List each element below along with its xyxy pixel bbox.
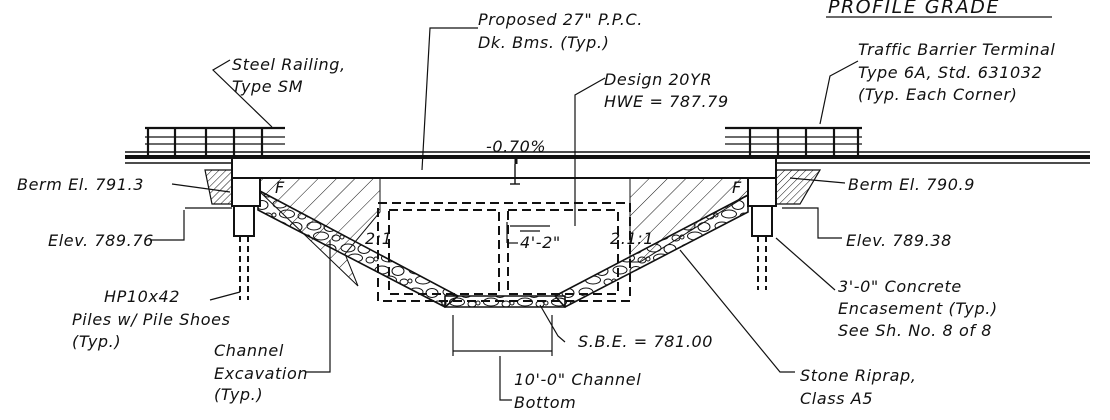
riprap-label: Stone Riprap, Class A5 [800, 366, 916, 408]
svg-text:Channel: Channel [214, 341, 284, 360]
svg-text:3'-0" Concrete: 3'-0" Concrete [838, 277, 962, 296]
berm-fill-right [775, 169, 822, 205]
svg-text:Bottom: Bottom [514, 393, 576, 412]
slope-ratio-left: 2:1 [365, 229, 393, 248]
svg-text:(Typ. Each Corner): (Typ. Each Corner) [858, 85, 1018, 104]
channel-bottom-dimension [452, 315, 553, 356]
svg-text:Encasement (Typ.): Encasement (Typ.) [838, 299, 998, 318]
pile-left [233, 205, 255, 300]
berm-elevation-left: Berm El. 791.3 [17, 175, 144, 194]
svg-text:Proposed 27" P.P.C.: Proposed 27" P.P.C. [478, 10, 643, 29]
riprap-bottom [444, 295, 566, 308]
svg-text:Traffic Barrier Terminal: Traffic Barrier Terminal [858, 40, 1055, 59]
depth-label: 4'-2" [520, 233, 561, 252]
svg-text:(Typ.): (Typ.) [214, 385, 263, 404]
pile-right [751, 205, 773, 290]
svg-text:See Sh. No. 8 of 8: See Sh. No. 8 of 8 [838, 321, 992, 340]
fill-mark-right: F [732, 178, 742, 197]
svg-text:10'-0" Channel: 10'-0" Channel [514, 370, 641, 389]
svg-text:Steel Railing,: Steel Railing, [232, 55, 346, 74]
svg-text:Type SM: Type SM [232, 77, 303, 96]
svg-text:Design 20YR: Design 20YR [604, 70, 712, 89]
berm-elevation-right: Berm El. 790.9 [848, 175, 975, 194]
encasement-label: 3'-0" Concrete Encasement (Typ.) See Sh.… [838, 277, 998, 340]
barrier-terminal-label: Traffic Barrier Terminal Type 6A, Std. 6… [858, 40, 1055, 104]
svg-text:Stone Riprap,: Stone Riprap, [800, 366, 916, 385]
design-hwe-label: Design 20YR HWE = 787.79 [604, 70, 729, 111]
slope-ratio-right: 2.1:1 [610, 229, 654, 248]
profile-grade-header: PROFILE GRADE [826, 0, 1052, 18]
railing-right [725, 126, 862, 157]
water-surface-symbol [506, 222, 550, 244]
svg-text:Piles w/ Pile Shoes: Piles w/ Pile Shoes [72, 310, 231, 329]
railing-left [145, 126, 285, 157]
steel-railing-label: Steel Railing, Type SM [232, 55, 346, 96]
svg-text:HP10x42: HP10x42 [104, 287, 180, 306]
piles-label: HP10x42 Piles w/ Pile Shoes (Typ.) [72, 287, 231, 351]
beam-label: Proposed 27" P.P.C. Dk. Bms. (Typ.) [478, 10, 643, 52]
elevation-left: Elev. 789.76 [48, 231, 154, 250]
channel-outline-outer [377, 202, 631, 302]
channel-excavation-label: Channel Excavation (Typ.) [214, 341, 308, 404]
leader-lines [150, 27, 859, 401]
slope-percent-label: -0.70% [486, 137, 546, 156]
svg-text:Type 6A, Std. 631032: Type 6A, Std. 631032 [858, 63, 1042, 82]
channel-bottom-label: 10'-0" Channel Bottom [514, 370, 641, 412]
elevation-right: Elev. 789.38 [846, 231, 952, 250]
riprap-right [553, 193, 749, 308]
profile-grade-title: PROFILE GRADE [828, 0, 1000, 18]
berm-fill-left [204, 169, 233, 205]
streambed-elevation-label: S.B.E. = 781.00 [578, 332, 713, 351]
svg-text:(Typ.): (Typ.) [72, 332, 121, 351]
bridge-deck [125, 151, 1090, 185]
svg-text:Dk. Bms. (Typ.): Dk. Bms. (Typ.) [478, 33, 609, 52]
svg-text:Class A5: Class A5 [800, 389, 873, 408]
svg-text:Excavation: Excavation [214, 364, 308, 383]
fill-mark-left: F [275, 178, 285, 197]
svg-text:HWE = 787.79: HWE = 787.79 [604, 92, 729, 111]
